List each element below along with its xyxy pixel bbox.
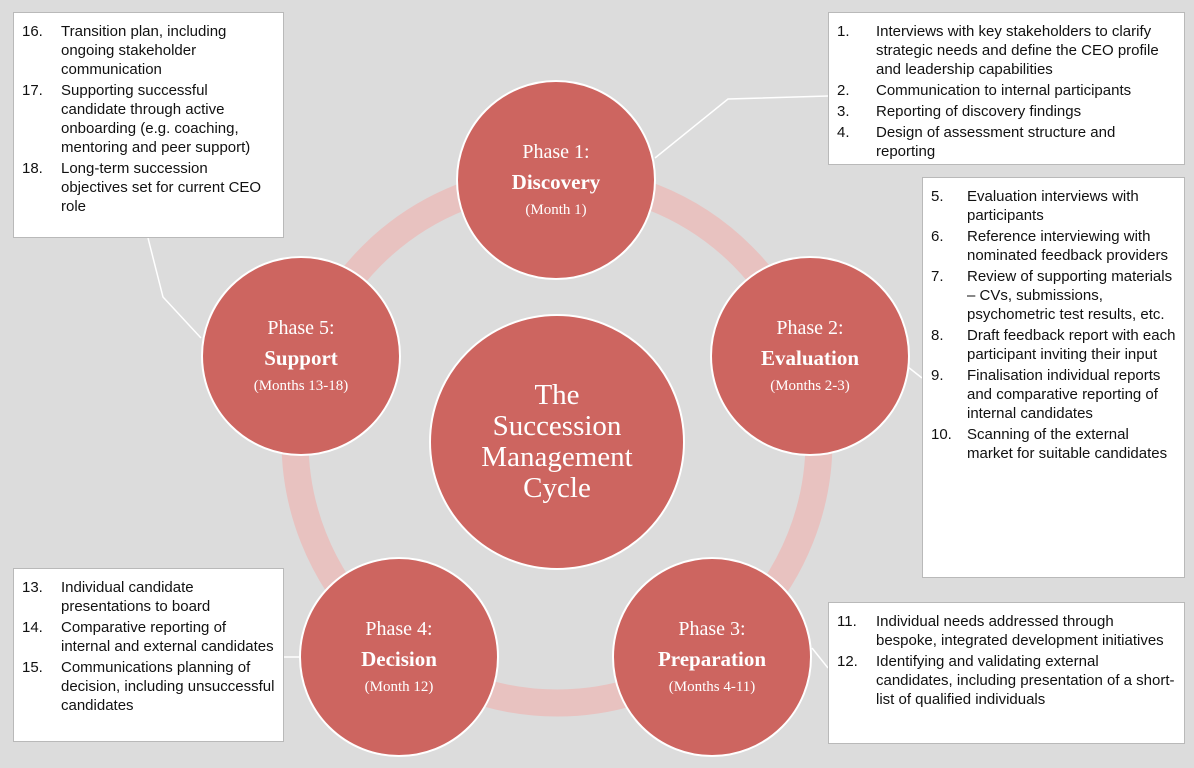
item-number: 3. (837, 103, 850, 120)
list-item: 14. Comparative reporting of internal and… (22, 618, 275, 656)
item-text: Individual candidate presentations to bo… (61, 579, 211, 615)
list-item: 3. Reporting of discovery findings (837, 102, 1176, 121)
phase-name: Discovery (511, 170, 601, 194)
phase-months: (Months 13-18) (253, 378, 349, 394)
item-number: 6. (931, 228, 944, 245)
list-item: 12. Identifying and validating external c… (837, 652, 1176, 709)
list-item: 8. Draft feedback report with each partic… (931, 326, 1176, 364)
item-text: Communications planning of decision, inc… (61, 659, 275, 714)
item-text: Review of supporting materials – CVs, su… (967, 268, 1173, 323)
phase-name: Support (264, 346, 338, 370)
list-item: 1. Interviews with key stakeholders to cl… (837, 22, 1176, 79)
item-number: 14. (22, 619, 43, 636)
list-item: 10. Scanning of the external market for s… (931, 425, 1176, 463)
item-number: 1. (837, 23, 850, 40)
phase-name: Evaluation (760, 346, 860, 370)
item-number: 9. (931, 367, 944, 384)
item-text: Reference interviewing with nominated fe… (967, 228, 1168, 264)
discovery-activities-box: 1. Interviews with key stakeholders to cl… (828, 12, 1185, 165)
center-title-line-4: Cycle (523, 472, 591, 504)
preparation-activities-box: 11. Individual needs addressed through be… (828, 602, 1185, 744)
evaluation-activities-box: 5. Evaluation interviews with participant… (922, 177, 1185, 578)
item-text: Evaluation interviews with participants (967, 188, 1139, 224)
list-item: 15. Communications planning of decision, … (22, 658, 275, 715)
phase-circle-evaluation: Phase 2: Evaluation (Months 2-3) (710, 256, 910, 456)
phase-number: Phase 2: (776, 317, 844, 339)
item-number: 15. (22, 659, 43, 676)
phase-number: Phase 1: (522, 141, 590, 163)
item-number: 16. (22, 23, 43, 40)
item-number: 2. (837, 82, 850, 99)
support-activities-box: 16. Transition plan, including ongoing st… (13, 12, 284, 238)
item-text: Individual needs addressed through bespo… (876, 613, 1164, 649)
item-text: Reporting of discovery findings (876, 103, 1082, 120)
phase-name: Decision (361, 647, 437, 671)
item-text: Supporting successful candidate through … (61, 82, 251, 156)
phase-number: Phase 3: (678, 618, 746, 640)
item-number: 7. (931, 268, 944, 285)
activity-list: 5. Evaluation interviews with participant… (931, 187, 1176, 463)
item-number: 10. (931, 426, 952, 443)
list-item: 13. Individual candidate presentations to… (22, 578, 275, 616)
list-item: 4. Design of assessment structure and rep… (837, 123, 1176, 161)
item-text: Long-term succession objectives set for … (61, 160, 262, 215)
connector-evaluation (907, 366, 923, 379)
item-text: Finalisation individual reports and comp… (967, 367, 1161, 422)
list-item: 18. Long-term succession objectives set f… (22, 159, 275, 216)
phase-months: (Month 1) (525, 202, 587, 218)
item-number: 17. (22, 82, 43, 99)
list-item: 9. Finalisation individual reports and co… (931, 366, 1176, 423)
connector-preparation (811, 647, 829, 669)
item-text: Identifying and validating external cand… (876, 653, 1175, 708)
list-item: 7. Review of supporting materials – CVs, … (931, 267, 1176, 324)
item-text: Communication to internal participants (876, 82, 1132, 99)
item-text: Comparative reporting of internal and ex… (61, 619, 274, 655)
list-item: 6. Reference interviewing with nominated … (931, 227, 1176, 265)
item-text: Draft feedback report with each particip… (967, 327, 1176, 363)
phase-circle-preparation: Phase 3: Preparation (Months 4-11) (612, 557, 812, 757)
list-item: 17. Supporting successful candidate throu… (22, 81, 275, 157)
activity-list: 1. Interviews with key stakeholders to cl… (837, 22, 1176, 161)
phase-circle-decision: Phase 4: Decision (Month 12) (299, 557, 499, 757)
list-item: 2. Communication to internal participants (837, 81, 1176, 100)
item-number: 13. (22, 579, 43, 596)
phase-months: (Months 4-11) (668, 679, 756, 695)
item-number: 5. (931, 188, 944, 205)
activity-list: 11. Individual needs addressed through be… (837, 612, 1176, 709)
phase-number: Phase 5: (267, 317, 335, 339)
activity-list: 13. Individual candidate presentations to… (22, 578, 275, 715)
item-number: 4. (837, 124, 850, 141)
list-item: 5. Evaluation interviews with participant… (931, 187, 1176, 225)
center-title-line-3: Management (481, 441, 633, 473)
item-number: 18. (22, 160, 43, 177)
item-number: 12. (837, 653, 858, 670)
item-number: 11. (837, 613, 857, 630)
item-text: Design of assessment structure and repor… (876, 124, 1116, 160)
list-item: 16. Transition plan, including ongoing st… (22, 22, 275, 79)
phase-name: Preparation (657, 647, 767, 671)
phase-number: Phase 4: (365, 618, 433, 640)
item-text: Interviews with key stakeholders to clar… (876, 23, 1159, 78)
phase-months: (Month 12) (364, 679, 434, 695)
activity-list: 16. Transition plan, including ongoing st… (22, 22, 275, 216)
center-title-line-1: The (534, 379, 580, 411)
phase-circle-discovery: Phase 1: Discovery (Month 1) (456, 80, 656, 280)
connector-discovery (654, 95, 829, 159)
list-item: 11. Individual needs addressed through be… (837, 612, 1176, 650)
item-number: 8. (931, 327, 944, 344)
phase-months: (Months 2-3) (770, 378, 850, 394)
item-text: Scanning of the external market for suit… (967, 426, 1168, 462)
center-circle: The Succession Management Cycle (429, 314, 685, 570)
item-text: Transition plan, including ongoing stake… (61, 23, 227, 78)
phase-circle-support: Phase 5: Support (Months 13-18) (201, 256, 401, 456)
decision-activities-box: 13. Individual candidate presentations to… (13, 568, 284, 742)
center-title-line-2: Succession (492, 410, 622, 442)
connector-support (147, 237, 202, 339)
